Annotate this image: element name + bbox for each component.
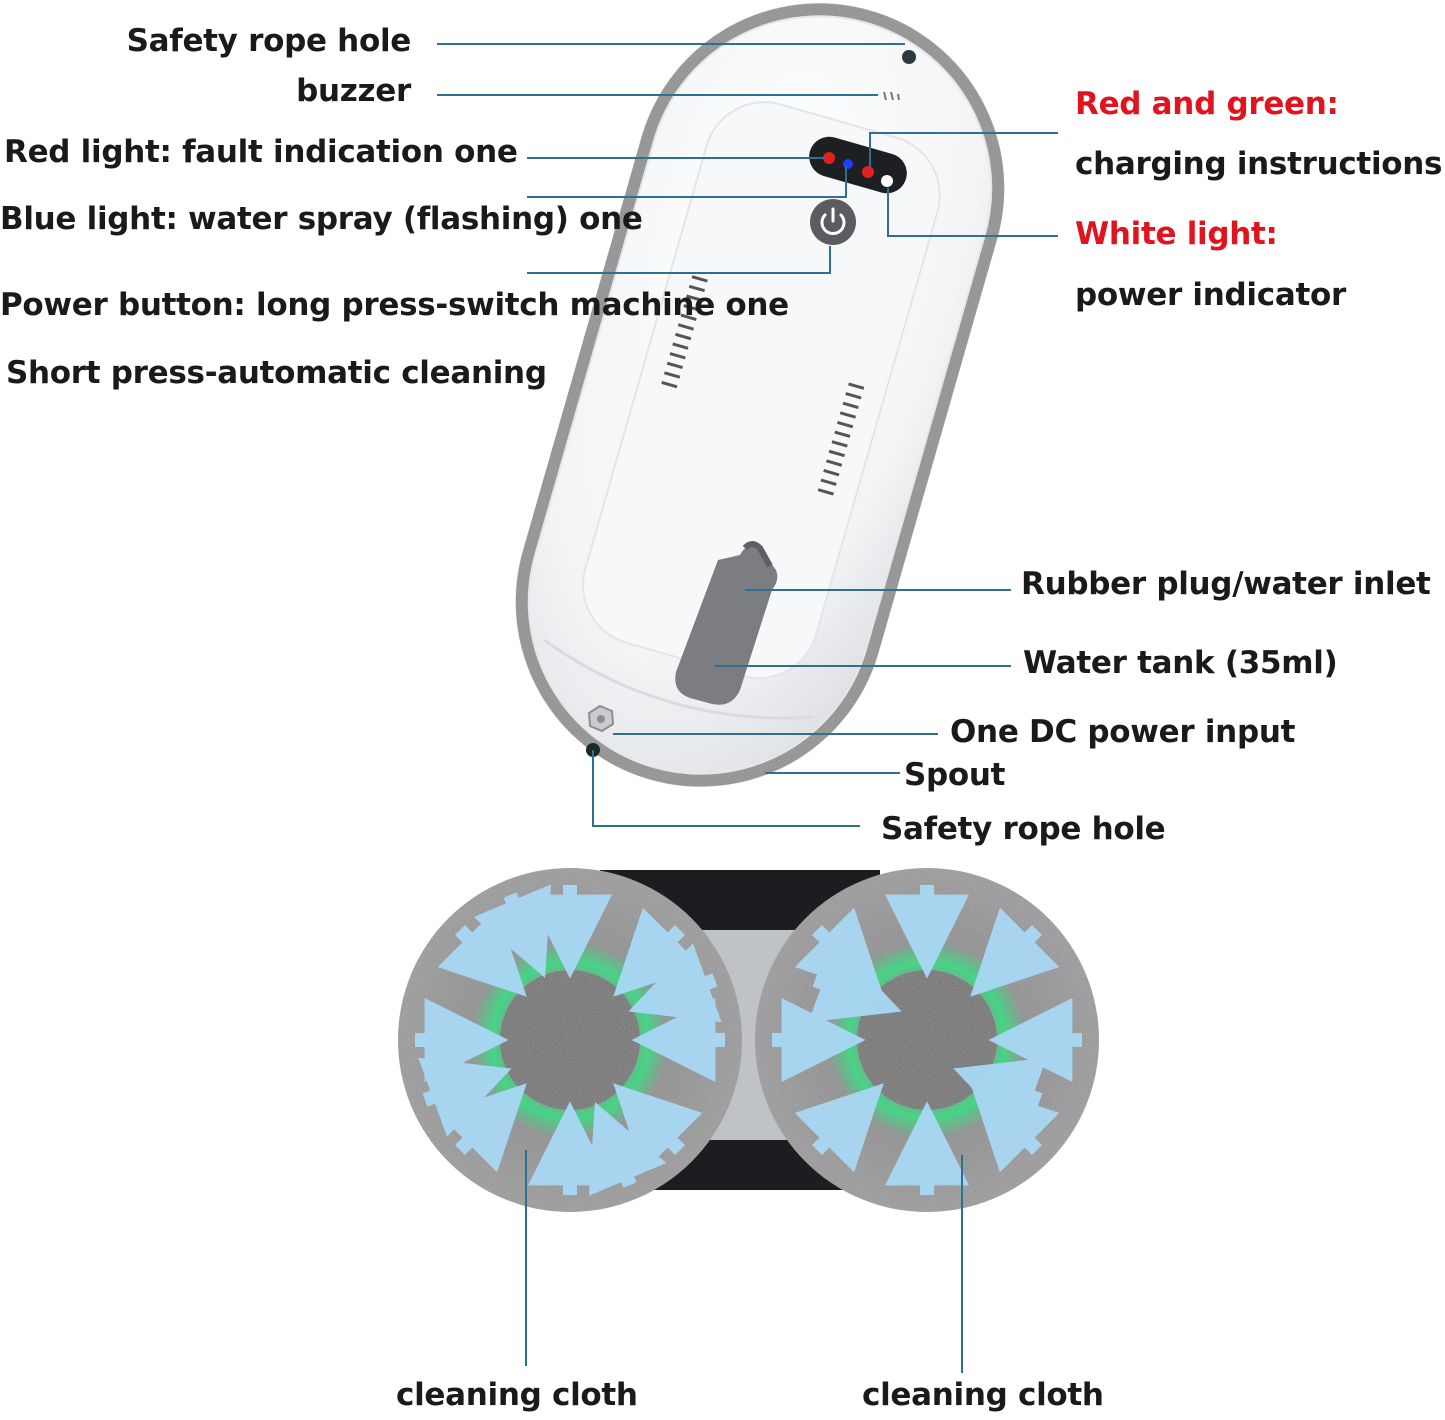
label-blue-light: Blue light: water spray (flashing) one [0, 201, 643, 237]
label-safety-rope-hole-bottom: Safety rope hole [881, 811, 1166, 847]
water-tank [675, 541, 778, 705]
leader-safety-rope-bottom [592, 750, 860, 827]
label-red-light: Red light: fault indication one [4, 134, 518, 170]
led-white-power [881, 175, 893, 187]
cleaning-pads [398, 868, 1099, 1212]
power-icon [810, 199, 856, 245]
leader-blue-light [527, 166, 847, 198]
label-dc-input: One DC power input [950, 714, 1296, 750]
robot-top-view [515, 3, 1005, 787]
led-red-fault [823, 152, 835, 164]
leader-red-green [869, 132, 1058, 168]
robot-vents-right [817, 382, 865, 496]
label-cloth-left: cleaning cloth [396, 1377, 638, 1413]
led-blue-spray [843, 159, 853, 169]
safety-rope-hole-top [902, 50, 916, 64]
label-spout: Spout [904, 757, 1006, 793]
pad-left-arrows [415, 884, 725, 1196]
label-water-tank: Water tank (35ml) [1023, 645, 1338, 681]
led-red-charge [862, 166, 874, 178]
label-red-green-desc: charging instructions [1075, 146, 1443, 182]
pad-right-arrows [772, 885, 1082, 1195]
label-buzzer: buzzer [296, 73, 411, 109]
label-short-press: Short press-automatic cleaning [6, 355, 547, 391]
label-power-button: Power button: long press-switch machine … [0, 287, 789, 323]
robot-vents-left [661, 275, 708, 389]
leader-power-button [527, 246, 831, 274]
label-cloth-right: cleaning cloth [862, 1377, 1104, 1413]
leader-lines [437, 43, 1058, 1373]
indicator-lights [809, 136, 907, 194]
label-white-light-desc: power indicator [1075, 277, 1346, 313]
robot-bottom-lip [543, 638, 814, 720]
buzzer-icon [883, 91, 900, 101]
label-red-green-title: Red and green: [1075, 86, 1339, 122]
leader-white-light [887, 188, 1058, 237]
label-rubber-plug: Rubber plug/water inlet [1021, 566, 1431, 602]
label-safety-rope-hole-top: Safety rope hole [126, 23, 412, 59]
label-white-light-title: White light: [1075, 216, 1278, 252]
dc-power-input [587, 704, 615, 733]
